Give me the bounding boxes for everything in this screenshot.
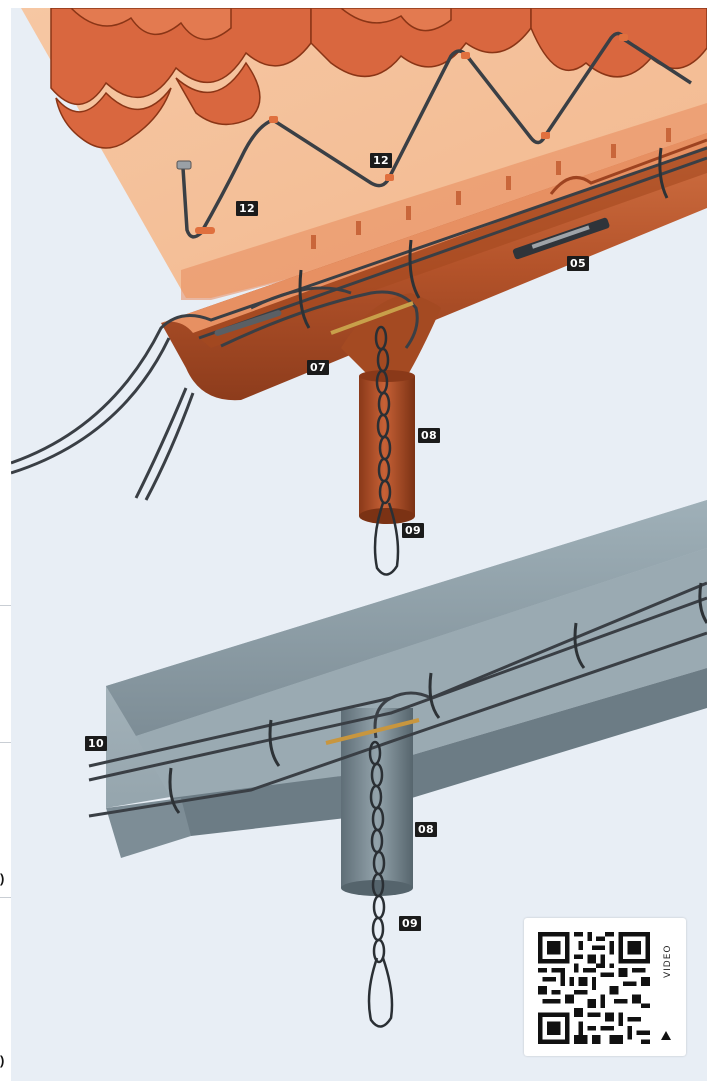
joint-box <box>512 217 610 260</box>
callout-09-chain-lower: 09 <box>399 916 421 931</box>
roof <box>21 8 707 300</box>
qr-label: VIDEO <box>663 944 673 978</box>
callout-09-chain: 09 <box>402 523 424 538</box>
callout-12-roof-right: 12 <box>370 153 392 168</box>
callout-10-entry: 10 <box>85 736 107 751</box>
margin-divider <box>0 897 11 898</box>
margin-bracket: ) <box>0 1053 5 1068</box>
triangle-up-icon[interactable] <box>661 1031 671 1040</box>
steel-gutter <box>106 500 707 896</box>
margin-divider <box>0 605 11 606</box>
chain-lower <box>367 740 394 1028</box>
gutter-heating-illustration <box>11 8 707 1028</box>
margin-divider <box>0 742 11 743</box>
margin-bracket: ) <box>0 871 5 886</box>
callout-12-roof-left: 12 <box>236 201 258 216</box>
copper-gutter <box>161 133 707 524</box>
upper-cables <box>11 146 707 501</box>
callout-07-end-seal: 07 <box>307 360 329 375</box>
callout-08-downpipe: 08 <box>418 428 440 443</box>
callout-08-downpipe-lower: 08 <box>415 822 437 837</box>
qr-video-card[interactable]: VIDEO <box>524 918 686 1056</box>
chain-upper <box>373 325 400 576</box>
illustration-panel: 12 12 05 07 08 09 10 08 09 <box>11 8 707 1081</box>
qr-code[interactable] <box>538 932 650 1044</box>
callout-05-joint: 05 <box>567 256 589 271</box>
